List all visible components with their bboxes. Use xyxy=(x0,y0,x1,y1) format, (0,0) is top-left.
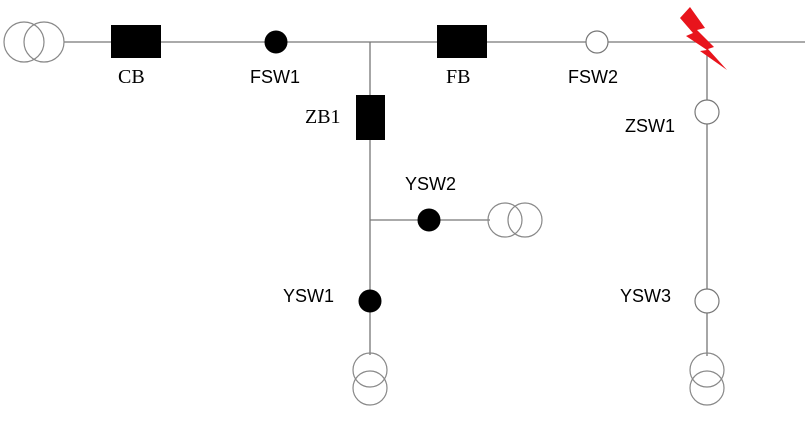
ysw1-switch[interactable] xyxy=(358,289,382,313)
ysw2-label: YSW2 xyxy=(405,174,456,194)
fb-breaker[interactable] xyxy=(437,25,487,58)
zsw1-switch[interactable] xyxy=(694,99,720,125)
ysw3-transformer-icon xyxy=(689,352,725,406)
zb1-label: ZB1 xyxy=(305,106,341,128)
fsw1-label: FSW1 xyxy=(250,67,300,87)
fsw2-label: FSW2 xyxy=(568,67,618,87)
source-transformer-icon xyxy=(3,21,65,63)
fsw2-switch[interactable] xyxy=(585,30,609,54)
fb-label: FB xyxy=(446,66,470,88)
ysw2-transformer-icon xyxy=(487,202,543,238)
ysw1-label: YSW1 xyxy=(283,286,334,306)
ysw1-transformer-icon xyxy=(352,352,388,406)
ysw2-switch[interactable] xyxy=(417,208,441,232)
zb1-breaker[interactable] xyxy=(356,95,385,140)
zsw1-label: ZSW1 xyxy=(625,116,675,136)
ysw3-switch[interactable] xyxy=(694,288,720,314)
ysw3-label: YSW3 xyxy=(620,286,671,306)
fsw1-switch[interactable] xyxy=(264,30,288,54)
fault-lightning-icon xyxy=(680,7,727,70)
cb-label: CB xyxy=(118,66,145,88)
cb-breaker[interactable] xyxy=(111,25,161,58)
